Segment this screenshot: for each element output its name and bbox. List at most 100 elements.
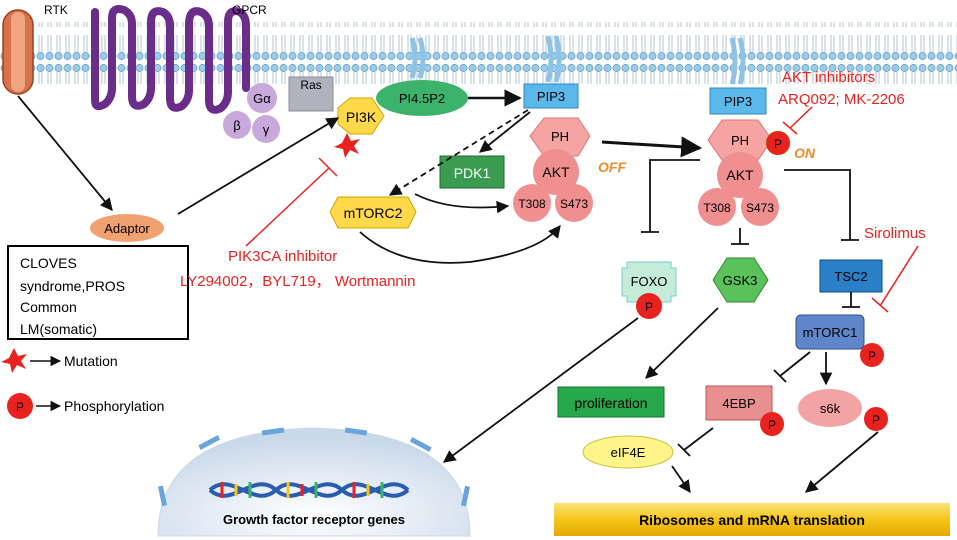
pip3-left-label: PIP3	[537, 89, 565, 104]
pik3ca-inhibitor-title: PIK3CA inhibitor	[228, 248, 337, 265]
inhibit-4ebp-eif4e	[683, 427, 714, 451]
legend-phospho-icon	[7, 393, 33, 419]
arrow-pip3-mtorc2	[388, 109, 529, 196]
foxo-phospho	[636, 293, 662, 319]
ribosome-bar	[554, 503, 950, 536]
s6k-phospho	[864, 407, 888, 431]
disease-line4: LM(somatic)	[20, 321, 97, 337]
arrow-pdk1-t308	[414, 193, 510, 214]
pdk1-box	[439, 155, 505, 189]
akt-inhibition-line	[789, 106, 813, 129]
akt-right-label: AKT	[726, 167, 754, 183]
arrow-akt-activation	[601, 136, 703, 158]
ras-label: Ras	[300, 78, 321, 92]
pip3-right-box	[709, 87, 767, 115]
pik3ca-inhibitor-drugs: LY294002，BYL719， Wortmannin	[180, 273, 415, 290]
pathway-arrows	[17, 89, 879, 494]
akt-right-ph	[707, 119, 773, 161]
arrow-adaptor-pi3k	[177, 117, 340, 215]
nuclear-pore-4	[409, 437, 432, 452]
tsc2-box	[819, 259, 883, 293]
foxo-label: FOXO	[631, 274, 668, 289]
legend-phospho-p: P	[16, 400, 24, 414]
g-gamma-label: γ	[263, 122, 270, 137]
pik3ca-inhibition-bar	[318, 157, 338, 177]
nuclear-pore-5	[157, 485, 168, 507]
pip3-left-box	[523, 83, 579, 109]
foxo-phospho-label: P	[645, 300, 653, 314]
nuclear-pore-1	[198, 435, 221, 450]
akt-right-ph-phospho-label: P	[774, 137, 782, 151]
disease-line1: CLOVES	[20, 255, 77, 271]
eif4e-label: eIF4E	[611, 445, 646, 460]
pip3-right-label: PIP3	[724, 94, 752, 109]
adaptor-ellipse	[90, 214, 164, 242]
arrow-mtorc2-s473	[359, 225, 561, 264]
gpcr-receptor	[91, 5, 250, 114]
sirolimus-label: Sirolimus	[864, 225, 926, 242]
akt-right-t308-label: T308	[703, 201, 731, 215]
foxo-box	[621, 261, 677, 303]
inhibit-4ebp-eif4e-bar	[677, 443, 691, 457]
gpcr-label: GPCR	[232, 3, 267, 17]
arrow-s6k-ribosome	[805, 431, 879, 493]
pip3-right-anchor	[729, 37, 746, 85]
akt-inhibition-bar	[782, 121, 798, 135]
akt-left-s473-label: S473	[560, 197, 588, 211]
akt-right-core	[717, 152, 763, 198]
pdk1-label: PDK1	[454, 165, 491, 181]
g-alpha-subunit	[247, 83, 277, 113]
ribosome-bar-label: Ribosomes and mRNA translation	[639, 512, 865, 528]
pi3k-label: PI3K	[346, 109, 377, 125]
cell-membrane	[0, 22, 957, 84]
akt-right-t308	[698, 188, 736, 226]
disease-line2: syndrome,PROS	[20, 278, 125, 294]
pik3ca-inhibition-line	[245, 167, 330, 247]
ebp-label: 4EBP	[722, 396, 755, 411]
pip2-ellipse	[376, 80, 468, 116]
akt-on-label: ON	[794, 145, 816, 161]
legend-phospho-label: Phosphorylation	[64, 398, 164, 414]
s6k-ellipse	[798, 389, 862, 427]
akt-left-ph	[529, 117, 591, 157]
gsk3-label: GSK3	[723, 273, 758, 288]
dna-helix	[208, 482, 410, 498]
eif4e-ellipse	[582, 435, 674, 469]
disease-line3: Common	[20, 299, 77, 315]
pip2-anchor	[409, 37, 426, 79]
nuclear-pore-2	[261, 427, 285, 436]
akt-right-s473	[741, 188, 779, 226]
nucleus-label: Growth factor receptor genes	[223, 512, 405, 527]
akt-inhibitors-title: AKT inhibitors	[782, 69, 875, 86]
akt-left-ph-label: PH	[551, 129, 569, 144]
inhibit-mtorc1-4ebp	[779, 351, 811, 377]
mtorc2-label: mTORC2	[344, 205, 403, 221]
akt-right-ph-phospho	[765, 130, 791, 156]
arrow-foxo-nucleus	[442, 317, 639, 463]
ebp-box	[705, 385, 773, 421]
g-beta-label: β	[233, 118, 240, 133]
arrow-gsk3-proliferation	[645, 307, 719, 379]
rtk-label: RTK	[44, 3, 68, 17]
legend-mutation-label: Mutation	[64, 353, 118, 369]
tsc2-label: TSC2	[834, 269, 867, 284]
mtorc1-box	[795, 314, 865, 350]
akt-right-ph-label: PH	[731, 133, 749, 148]
ras-box	[288, 76, 334, 112]
nuclear-pore-3	[344, 427, 368, 436]
mtorc1-phospho-label: P	[868, 349, 876, 363]
mutation-star	[334, 133, 360, 158]
pip3-left-anchor	[545, 35, 562, 83]
akt-left-t308-label: T308	[518, 197, 546, 211]
mtorc1-phospho	[860, 343, 884, 367]
inhibit-akt-tsc2	[784, 169, 851, 240]
gsk3-hexagon	[712, 257, 769, 303]
akt-right-s473-label: S473	[746, 201, 774, 215]
adaptor-label: Adaptor	[104, 221, 150, 236]
arrow-pip3-pdk1	[479, 111, 531, 153]
g-beta-subunit	[223, 111, 251, 139]
akt-inhibitors-drugs: ARQ092; MK-2206	[778, 91, 905, 108]
inhibit-akt-foxo	[649, 159, 700, 232]
